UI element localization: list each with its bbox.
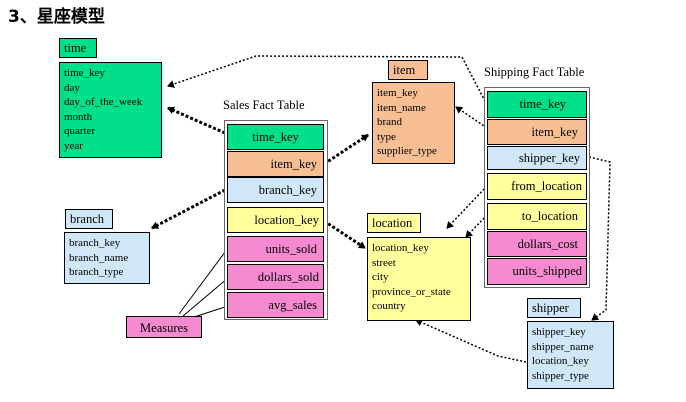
branch-attr: branch_name — [69, 251, 129, 264]
item-table-title: item — [388, 60, 428, 80]
time-table-title: time — [59, 38, 97, 58]
sales-field-time-key: time_key — [227, 124, 324, 150]
location-attr: province_or_state — [372, 285, 451, 298]
shipper-table-title: shipper — [527, 298, 581, 318]
sales-item-link — [323, 133, 369, 166]
time-attr: day_of_the_week — [64, 96, 143, 108]
shipping-field-time-key: time_key — [487, 91, 587, 118]
measures-label: Measures — [126, 316, 202, 338]
branch-table-title: branch — [65, 209, 113, 229]
sales-location-link — [323, 219, 366, 250]
location-table-title: location — [367, 213, 421, 233]
location-attr: country — [372, 300, 406, 312]
shipper-attr: shipper_key — [532, 326, 586, 338]
branch-table: branch_key branch_name branch_type — [64, 232, 150, 284]
location-attr: street — [372, 256, 396, 269]
shipping-field-shipper-key: shipper_key — [487, 146, 587, 170]
shipping-field-item-key: item_key — [487, 119, 587, 145]
page-heading: 3、星座模型 — [8, 7, 105, 27]
time-attr: day — [64, 81, 80, 94]
shipping-field-units-shipped: units_shipped — [487, 258, 587, 285]
shipping-item-link — [455, 106, 488, 129]
from-location-link — [446, 185, 488, 229]
branch-attr: branch_type — [69, 266, 124, 278]
shipper-table: shipper_key shipper_name location_key sh… — [527, 321, 614, 389]
time-attr: quarter — [64, 125, 96, 137]
sales-field-branch-key: branch_key — [227, 177, 324, 203]
to-location-link — [465, 214, 488, 238]
branch-attr: branch_key — [69, 237, 121, 249]
location-table: location_key street city province_or_sta… — [367, 237, 471, 321]
sales-field-avg-sales: avg_sales — [227, 292, 324, 318]
sales-time-link — [167, 106, 226, 135]
shipping-field-dollars-cost: dollars_cost — [487, 231, 587, 257]
shipping-fact-title: Shipping Fact Table — [484, 65, 585, 79]
shipping-time-link — [167, 55, 488, 106]
shipping-field-to-location: to_location — [487, 203, 587, 230]
time-table: time_key day day_of_the_week month quart… — [59, 62, 162, 158]
shipping-field-from-location: from_location — [487, 173, 587, 200]
time-attr: year — [64, 139, 83, 152]
time-attr: month — [64, 110, 93, 123]
location-attr: location_key — [372, 242, 429, 254]
item-attr: type — [377, 130, 396, 143]
time-attr: time_key — [64, 67, 105, 79]
shipper-attr: shipper_name — [532, 340, 594, 353]
sales-fact-title: Sales Fact Table — [223, 98, 305, 112]
location-attr: city — [372, 271, 389, 283]
shipper-attr: location_key — [532, 355, 589, 367]
shipper-location-link — [415, 318, 527, 363]
item-table: item_key item_name brand type supplier_t… — [372, 82, 455, 164]
sales-branch-link — [151, 188, 226, 230]
item-attr: item_name — [377, 101, 426, 114]
item-attr: brand — [377, 116, 403, 128]
item-attr: supplier_type — [377, 145, 437, 157]
item-attr: item_key — [377, 87, 418, 99]
measures-line-dollars — [182, 277, 229, 317]
sales-field-location-key: location_key — [227, 207, 324, 233]
sales-field-dollars-sold: dollars_sold — [227, 264, 324, 290]
shipper-attr: shipper_type — [532, 369, 589, 382]
sales-field-units-sold: units_sold — [227, 236, 324, 262]
measures-line-units — [178, 247, 229, 315]
shipper-link — [588, 156, 611, 321]
sales-field-item-key: item_key — [227, 151, 324, 177]
